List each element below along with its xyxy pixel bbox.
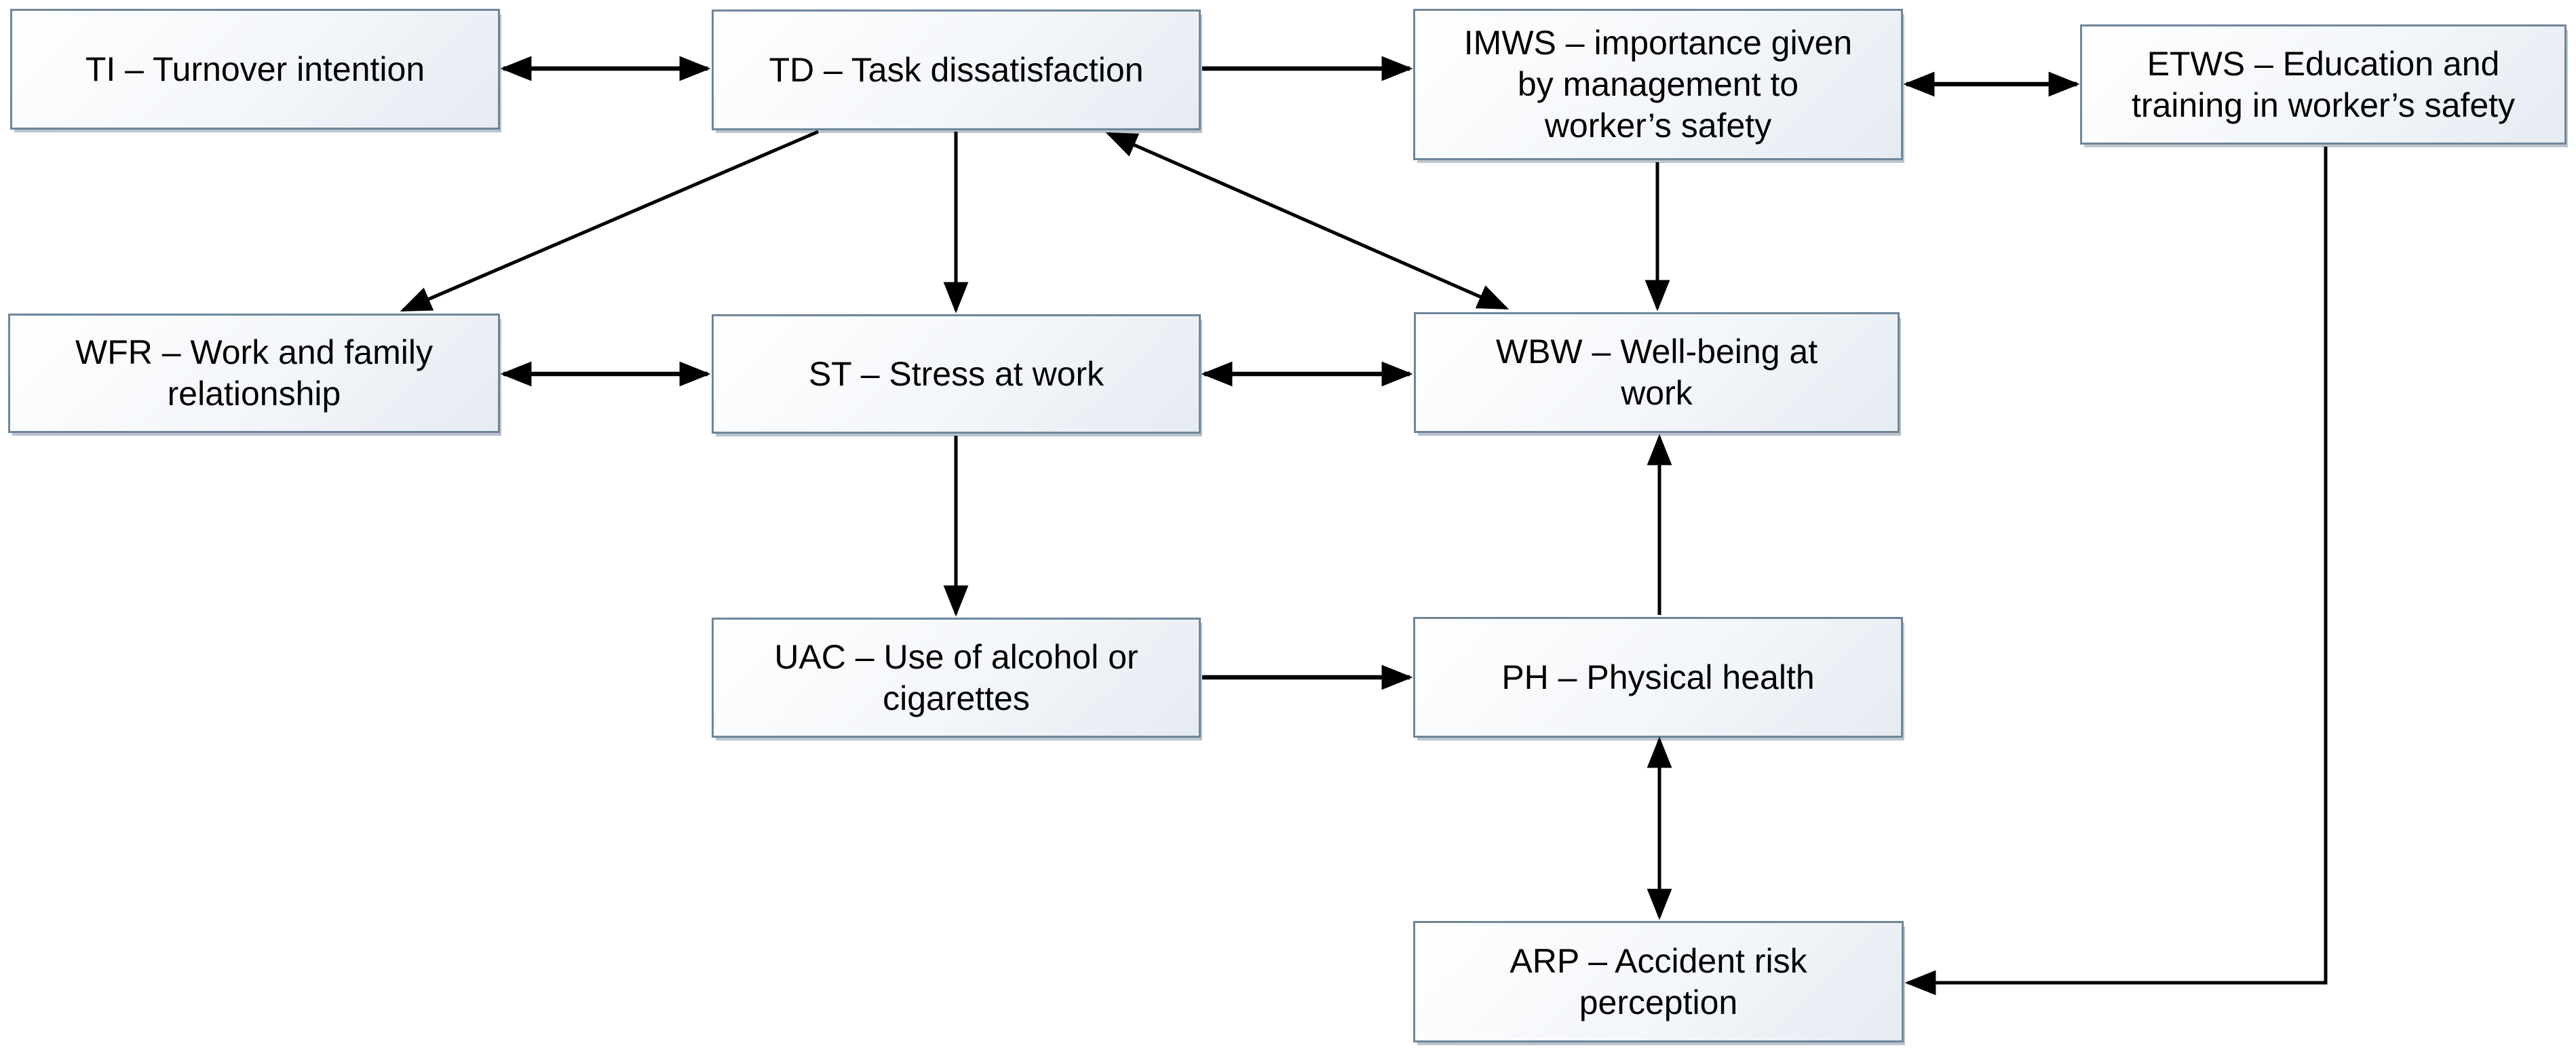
node-etws-label: ETWS – Education and training in worker’… [2131, 44, 2516, 124]
node-arp: ARP – Accident risk perception [1413, 921, 1904, 1042]
node-ph-label: PH – Physical health [1501, 658, 1815, 696]
node-uac: UAC – Use of alcohol or cigarettes [712, 618, 1201, 738]
node-ti-label: TI – Turnover intention [85, 50, 425, 88]
node-imws-label: IMWS – importance given by management to… [1463, 24, 1853, 145]
node-wfr: WFR – Work and family relationship [8, 314, 500, 433]
node-td-label: TD – Task dissatisfaction [769, 50, 1144, 89]
node-ph: PH – Physical health [1413, 617, 1903, 738]
node-wbw-label: WBW – Well-being at work [1495, 333, 1818, 412]
node-ti: TI – Turnover intention [10, 9, 500, 130]
node-arp-label: ARP – Accident risk perception [1510, 941, 1807, 1021]
node-uac-label: UAC – Use of alcohol or cigarettes [774, 637, 1138, 717]
node-st-label: ST – Stress at work [808, 354, 1104, 393]
node-td: TD – Task dissatisfaction [712, 10, 1201, 130]
node-etws: ETWS – Education and training in worker’… [2080, 24, 2567, 145]
node-imws: IMWS – importance given by management to… [1413, 9, 1903, 160]
node-st: ST – Stress at work [712, 314, 1201, 434]
node-wbw: WBW – Well-being at work [1414, 312, 1900, 433]
node-wfr-label: WFR – Work and family relationship [75, 333, 433, 413]
